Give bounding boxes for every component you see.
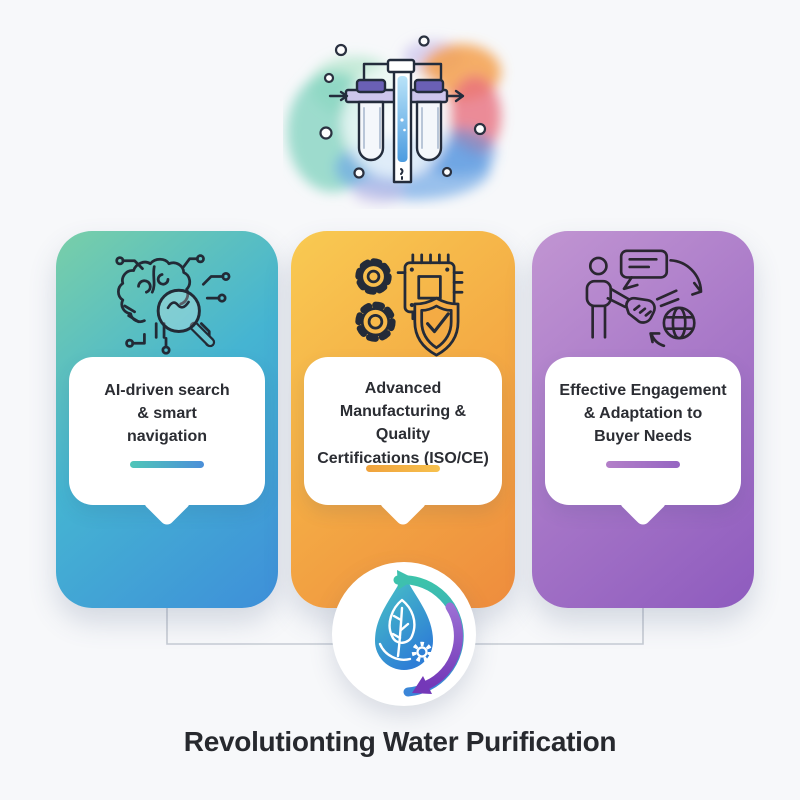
cycle-arrow-top [669, 258, 703, 296]
outlet-arrow [445, 89, 465, 103]
gears-chip-shield-icon [355, 253, 464, 357]
card-engagement-adaptation: Effective Engagement & Adaptation to Buy… [532, 231, 754, 608]
brain-outline [117, 257, 192, 324]
leaf [388, 598, 416, 644]
gear-bottom [355, 301, 396, 342]
inlet-arrow [328, 90, 349, 102]
cycle-arrowhead-right [412, 676, 432, 694]
water-filter-illustration [287, 35, 501, 204]
cycle-arrowhead-left [397, 570, 415, 590]
filter-assembly [328, 58, 465, 184]
person-torso [585, 279, 613, 308]
globe [662, 306, 696, 340]
cycle-arrow-bottom [649, 332, 666, 348]
cycle-arc-right [422, 602, 463, 690]
handshake-globe-chat-icon [585, 249, 703, 348]
magnifier-lens [156, 288, 201, 333]
speech-bubble-tail [377, 476, 429, 528]
accent-bar [606, 461, 680, 468]
person-arm [606, 287, 631, 309]
card-ai-search: AI-driven search & smart navigation [56, 231, 278, 608]
eco-drop-icon [375, 570, 464, 697]
speech-bubble-tail [141, 476, 193, 528]
speech-bubble: AI-driven search & smart navigation [69, 357, 265, 528]
speech-bubble-tail [617, 476, 669, 528]
card-manufacturing-quality: Advanced Manufacturing & Quality Certifi… [291, 231, 515, 608]
card-title: Effective Engagement & Adaptation to Buy… [559, 382, 727, 446]
person-head [588, 256, 608, 276]
handshake [625, 289, 680, 324]
person-legs [591, 304, 607, 339]
drop-inner-arc [378, 642, 412, 661]
shield-check [413, 296, 460, 357]
eco-gear [411, 641, 433, 663]
bubble-dots [319, 35, 487, 179]
card-title: AI-driven search & smart navigation [104, 382, 230, 446]
speech-bubble-lines [619, 249, 669, 291]
page-title: Revolutionting Water Purification [183, 726, 617, 757]
eco-water-cycle-badge [332, 562, 476, 706]
hero-illustration [283, 24, 518, 209]
accent-bar [366, 465, 440, 472]
speech-bubble: Advanced Manufacturing & Quality Certifi… [304, 357, 502, 528]
brain-circuit-magnifier-icon [115, 254, 231, 355]
speech-bubble: Effective Engagement & Adaptation to Buy… [545, 357, 741, 528]
card-title: Advanced Manufacturing & Quality Certifi… [317, 380, 489, 467]
water-drop [375, 574, 433, 670]
gear-top [355, 258, 392, 295]
accent-bar [130, 461, 204, 468]
